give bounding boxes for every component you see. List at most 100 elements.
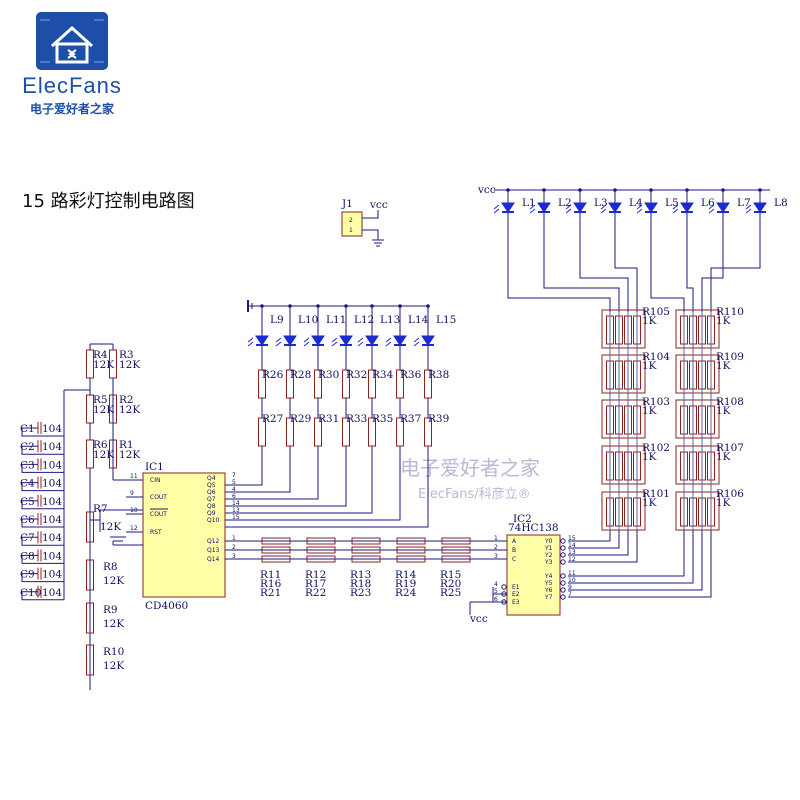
ic1-part: CD4060 [145,600,188,612]
led-label: L14 [408,314,429,326]
led-rays [636,204,643,214]
resistor-body [396,417,404,447]
capacitor-value: 104 [42,514,62,526]
junction-dot [260,304,264,308]
resistor-ref: R4 [93,349,108,361]
capacitor-wire [21,427,64,437]
led-label: L13 [380,314,400,326]
capacitor-ref: C2 [20,441,35,453]
capacitor-value: 104 [42,569,62,581]
wiring [63,189,770,690]
ic2-left-pin-number: 1 [494,535,498,542]
resistor-ref: R14 [395,569,417,581]
junction-dot [316,304,320,308]
j1-ref: J1 [341,198,353,210]
resistor-ref: R12 [305,569,326,581]
resistor-ref: R22 [305,587,326,599]
resistor-value: 12K [93,359,114,371]
capacitor-wire [21,482,64,492]
ic1-right-pin-number: 15 [232,514,240,521]
capacitor-ref: C8 [20,550,35,562]
resistor-ref: R34 [372,369,394,381]
ic1-right-pin-name: Q5 [207,482,216,489]
led-l5 [636,202,658,214]
junction-dot [344,304,348,308]
resistor-value: 1K [716,497,731,509]
led-triangle [421,335,435,346]
junction-dot [613,188,617,192]
resistor-body [351,555,381,563]
ic1-right-pin-name: Q8 [207,503,216,510]
led-rays [600,204,607,214]
ic1-right-pin-number: 13 [232,507,240,514]
ic2-left-pin-name: E3 [512,599,520,606]
capacitor-wire [21,463,64,473]
led-label: L2 [558,197,572,209]
resistor-ref: R105 [642,306,670,318]
ic2-left-pin-number: 2 [494,544,498,551]
resistor-ref: R108 [716,396,744,408]
ic2-inversion-bubble [560,538,566,544]
ic2-right-pin-name: Y5 [544,580,553,587]
ic1-right-pin-name: Q14 [207,556,220,563]
led-rays [745,204,752,214]
j1-vcc: vcc [369,199,388,211]
resistor-bank-frame [675,491,720,531]
resistor-value: 12K [119,449,140,461]
ic2-inversion-bubble [560,594,566,600]
led-l10 [275,335,297,347]
resistor-ref: R28 [290,369,311,381]
ic2-right-pin-number: 12 [568,556,576,563]
resistor-body [396,537,426,545]
resistor-ref: R102 [642,442,670,454]
led-l8 [745,202,767,214]
resistor-body [424,417,432,447]
led-triangle [680,202,694,213]
connector-j1: J1 2 1 vcc [341,198,388,247]
resistor-body [261,537,291,545]
resistor-ref: R25 [440,587,461,599]
resistor-ref: R33 [346,413,367,425]
vcc-top-label: vcc [477,184,496,196]
resistor-value: 12K [103,575,124,587]
resistor-ref: R5 [93,394,108,406]
ic2-right-pin-number: 7 [568,591,572,598]
resistor-ref: R18 [350,578,371,590]
ic2-left-pin-name: E2 [512,591,520,598]
led-triangle [753,202,767,213]
resistor-ref: R17 [305,578,326,590]
ic1-right-pin-number: 14 [232,500,240,507]
capacitor-ref: C9 [20,569,35,581]
resistor-body [368,417,376,447]
resistor-ref: R29 [290,413,311,425]
resistor-body [86,602,94,634]
resistor-body [396,555,426,563]
led-rays [413,337,420,347]
capacitor-value: 104 [42,587,62,599]
resistor-ref: R110 [716,306,744,318]
resistor-value: 1K [716,451,731,463]
ic2-right-pin-name: Y7 [544,594,553,601]
resistor-value: 12K [103,618,124,630]
resistor-ref: R2 [119,394,134,406]
resistor-bank-frame [601,445,646,485]
capacitor-ref: C5 [20,496,35,508]
watermark-line2: ElecFans/科彦立® [418,486,531,502]
ic2-right-pin-name: Y1 [544,545,553,552]
led-label: L15 [436,314,456,326]
resistor-ref: R36 [400,369,422,381]
led-triangle [644,202,658,213]
resistor-value: 12K [103,660,124,672]
resistor-bank-frame [601,354,646,394]
ic2-inversion-bubble [560,559,566,565]
ic1-ref: IC1 [145,461,164,473]
ic2-right-pin-number: 10 [568,577,576,584]
resistor-bank-frame [675,399,720,439]
junction-dot [398,304,402,308]
ic1-left-pin-number: 12 [130,525,138,532]
ic2-left-pin-name: A [512,538,517,545]
ic2-inversion-bubble [560,580,566,586]
ic2-ref: IC2 [513,513,532,525]
resistor-ref: R37 [400,413,421,425]
